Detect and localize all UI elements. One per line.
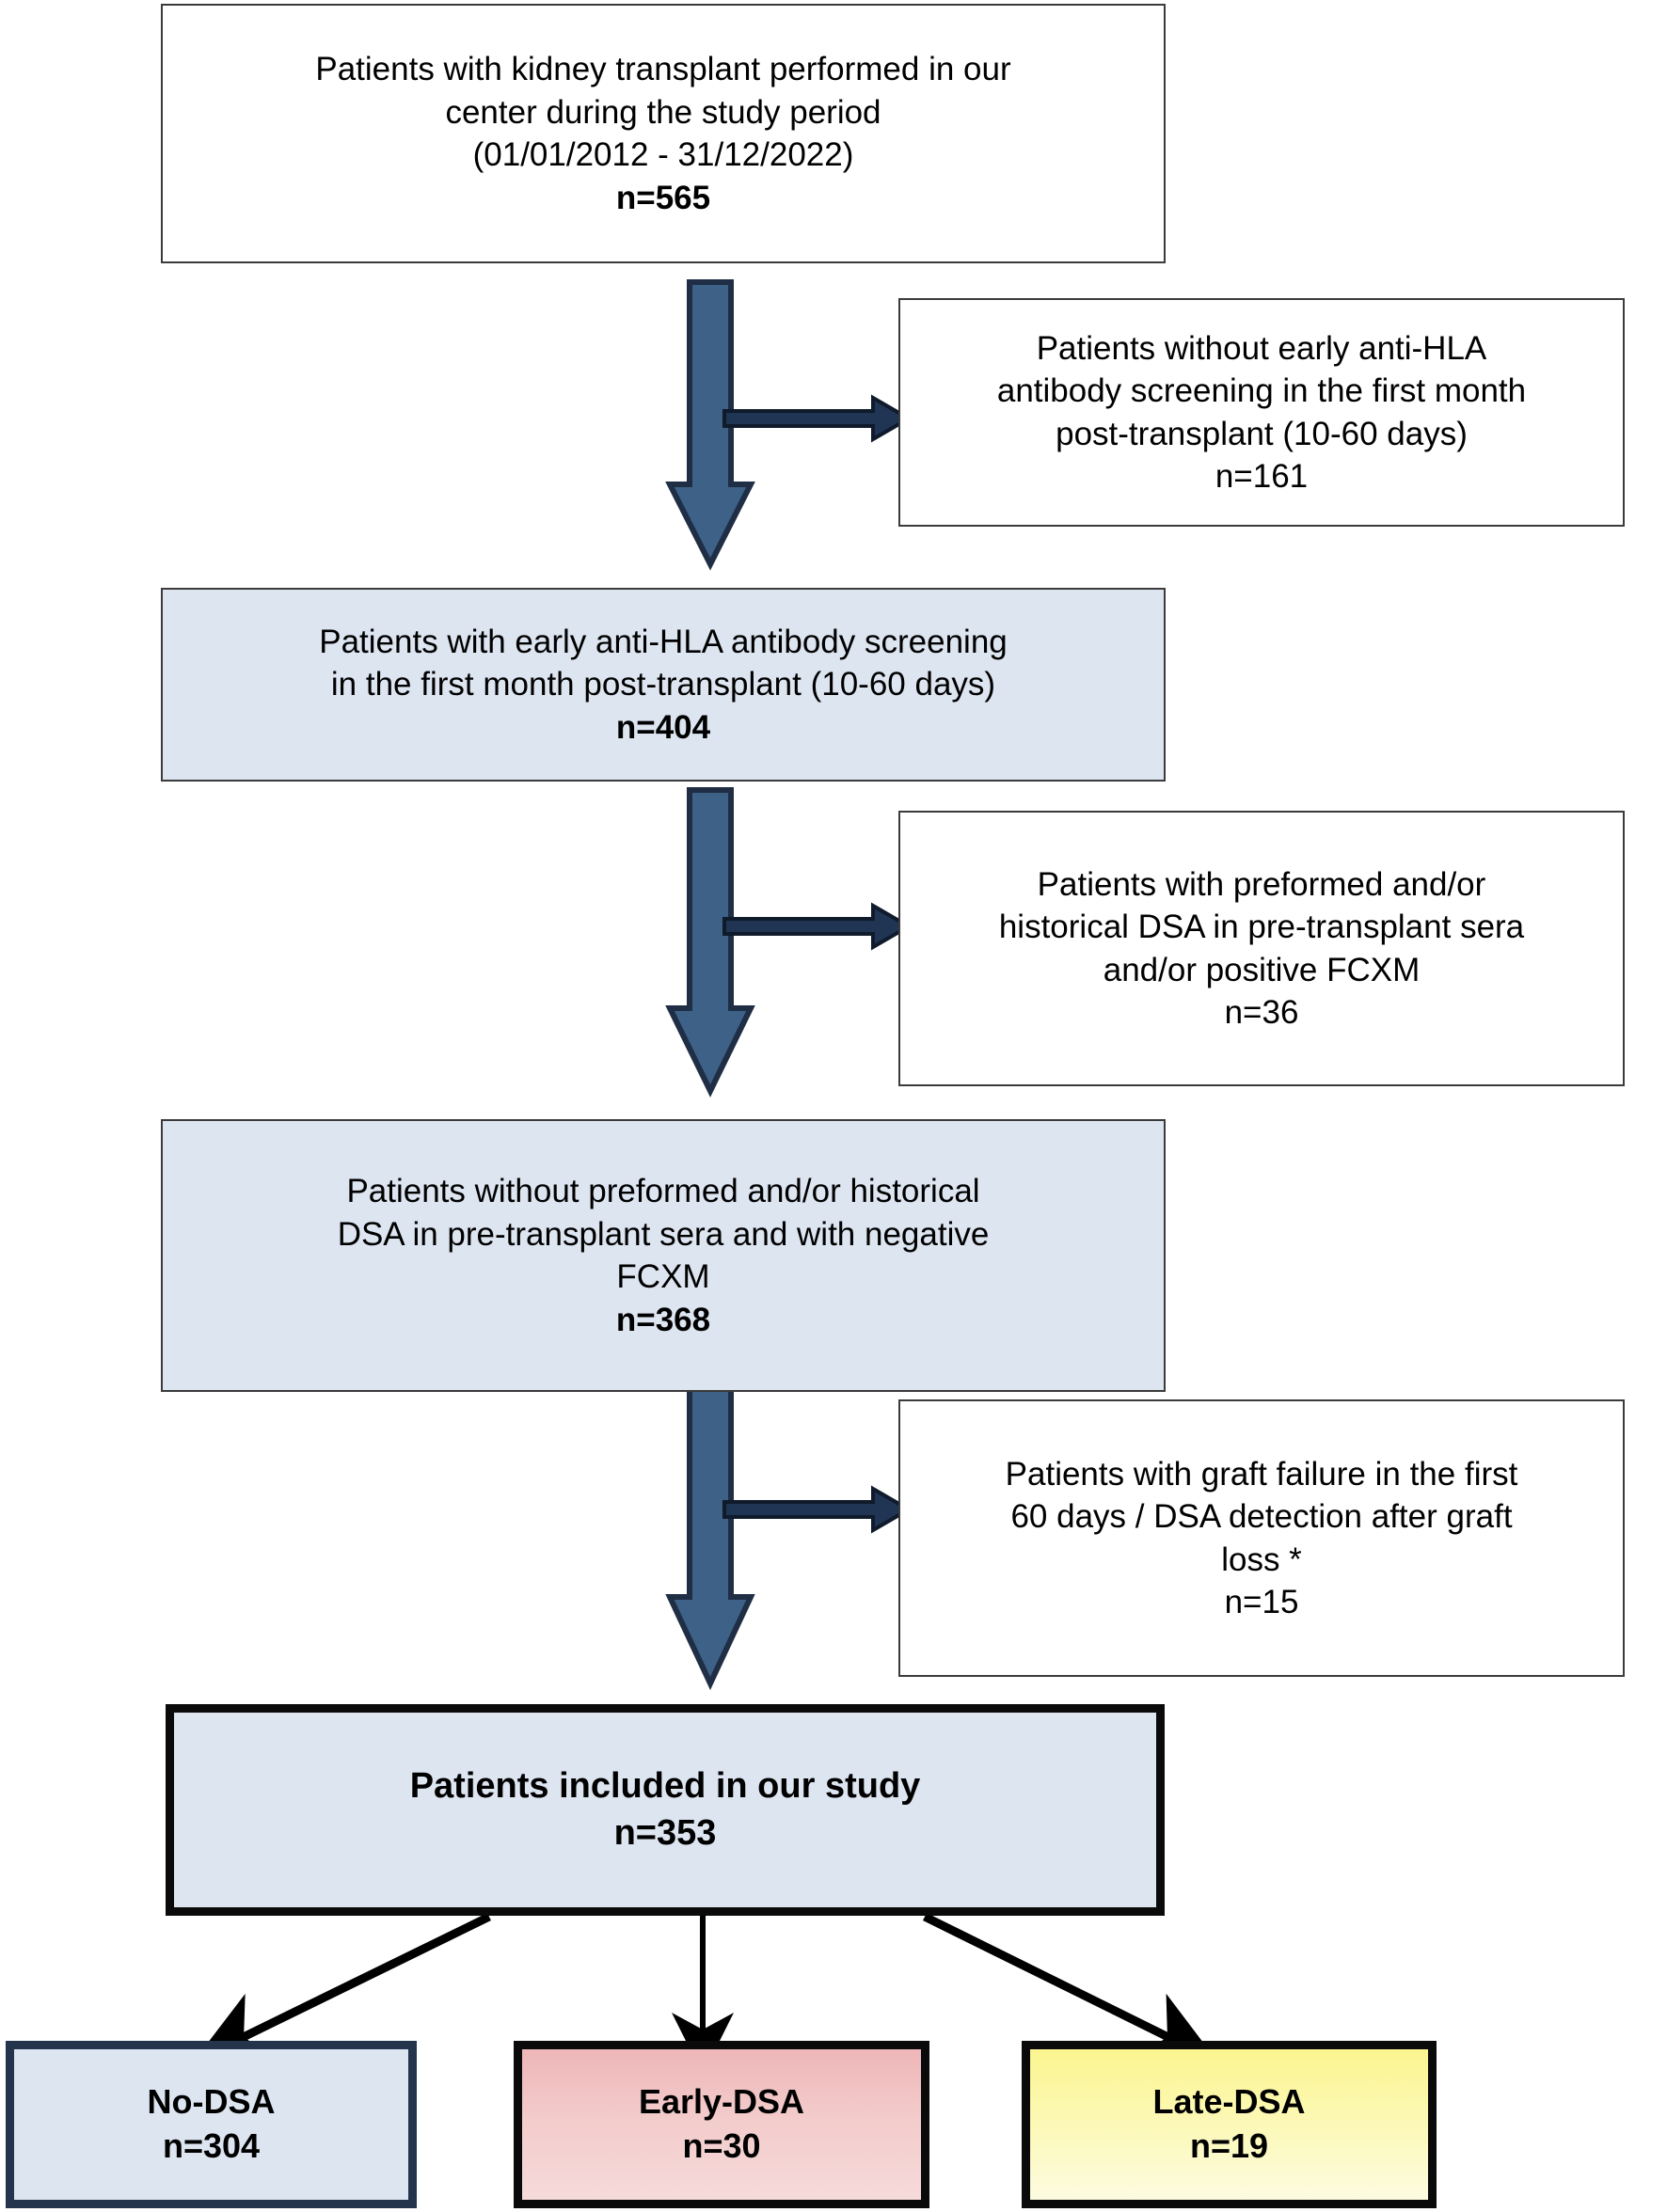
node-nopreformed-line-1: Patients without preformed and/or histor… (346, 1173, 980, 1209)
node-exclusion-1-line-1: Patients without early anti-HLA (1036, 329, 1487, 367)
split-arrow-to-no-dsa (193, 1912, 491, 2062)
node-source-line-1: Patients with kidney transplant performe… (315, 51, 1011, 87)
thin-arrow-to-exclusion-3 (722, 1485, 913, 1534)
node-exclusion-3-count: n=15 (1224, 1584, 1299, 1620)
split-arrow-to-late-dsa (923, 1912, 1218, 2062)
node-source-line-2: center during the study period (445, 93, 881, 131)
node-source-count: n=565 (615, 179, 711, 216)
node-outcome-early-dsa: Early-DSA n=30 (514, 2041, 929, 2208)
node-exclusion-2-line-3: and/or positive FCXM (1103, 951, 1421, 988)
node-screened-line-1: Patients with early anti-HLA antibody sc… (319, 623, 1008, 660)
node-included-in-study: Patients included in our study n=353 (166, 1704, 1165, 1916)
node-no-preformed-dsa: Patients without preformed and/or histor… (161, 1119, 1166, 1392)
node-screened-line-2: in the first month post-transplant (10-6… (330, 666, 996, 703)
node-exclusion-2-line-1: Patients with preformed and/or (1037, 865, 1486, 903)
node-screened-count: n=404 (615, 708, 711, 746)
node-exclusion-1-line-3: post-transplant (10-60 days) (1056, 415, 1468, 452)
node-source-line-3: (01/01/2012 - 31/12/2022) (472, 136, 854, 173)
node-exclusion-3-line-2: 60 days / DSA detection after graft (1010, 1498, 1513, 1535)
thin-arrow-to-exclusion-1 (722, 394, 913, 443)
node-no-dsa-label: No-DSA (147, 2082, 276, 2122)
node-exclusion-1-line-2: antibody screening in the first month (996, 372, 1527, 409)
node-late-dsa-label: Late-DSA (1152, 2082, 1306, 2122)
node-early-dsa-count: n=30 (682, 2126, 761, 2165)
node-included-count: n=353 (613, 1812, 717, 1853)
node-nopreformed-count: n=368 (615, 1301, 711, 1338)
node-exclusion-2-count: n=36 (1224, 994, 1299, 1031)
node-included-title: Patients included in our study (409, 1766, 921, 1807)
node-no-dsa-count: n=304 (162, 2126, 261, 2165)
node-nopreformed-line-3: FCXM (616, 1258, 710, 1295)
node-source-population: Patients with kidney transplant performe… (161, 4, 1166, 263)
node-exclusion-1-count: n=161 (1215, 458, 1309, 495)
split-arrow-to-early-dsa (672, 1913, 734, 2075)
block-arrow-nopreformed-to-included (665, 1361, 755, 1691)
block-arrow-source-to-screened (665, 279, 755, 571)
node-early-screened: Patients with early anti-HLA antibody sc… (161, 588, 1166, 782)
node-exclusion-3-line-1: Patients with graft failure in the first (1005, 1455, 1518, 1493)
node-exclusion-no-early-screening: Patients without early anti-HLA antibody… (898, 298, 1625, 527)
node-nopreformed-line-2: DSA in pre-transplant sera and with nega… (337, 1215, 990, 1253)
node-late-dsa-count: n=19 (1189, 2126, 1269, 2165)
node-outcome-late-dsa: Late-DSA n=19 (1022, 2041, 1437, 2208)
node-exclusion-preformed-dsa: Patients with preformed and/or historica… (898, 811, 1625, 1086)
node-exclusion-2-line-2: historical DSA in pre-transplant sera (998, 908, 1525, 945)
node-exclusion-graft-failure: Patients with graft failure in the first… (898, 1399, 1625, 1677)
thin-arrow-to-exclusion-2 (722, 902, 913, 951)
block-arrow-screened-to-nopreformed (665, 787, 755, 1098)
node-early-dsa-label: Early-DSA (638, 2082, 805, 2122)
node-exclusion-3-line-3: loss * (1221, 1540, 1302, 1578)
node-outcome-no-dsa: No-DSA n=304 (6, 2041, 417, 2208)
